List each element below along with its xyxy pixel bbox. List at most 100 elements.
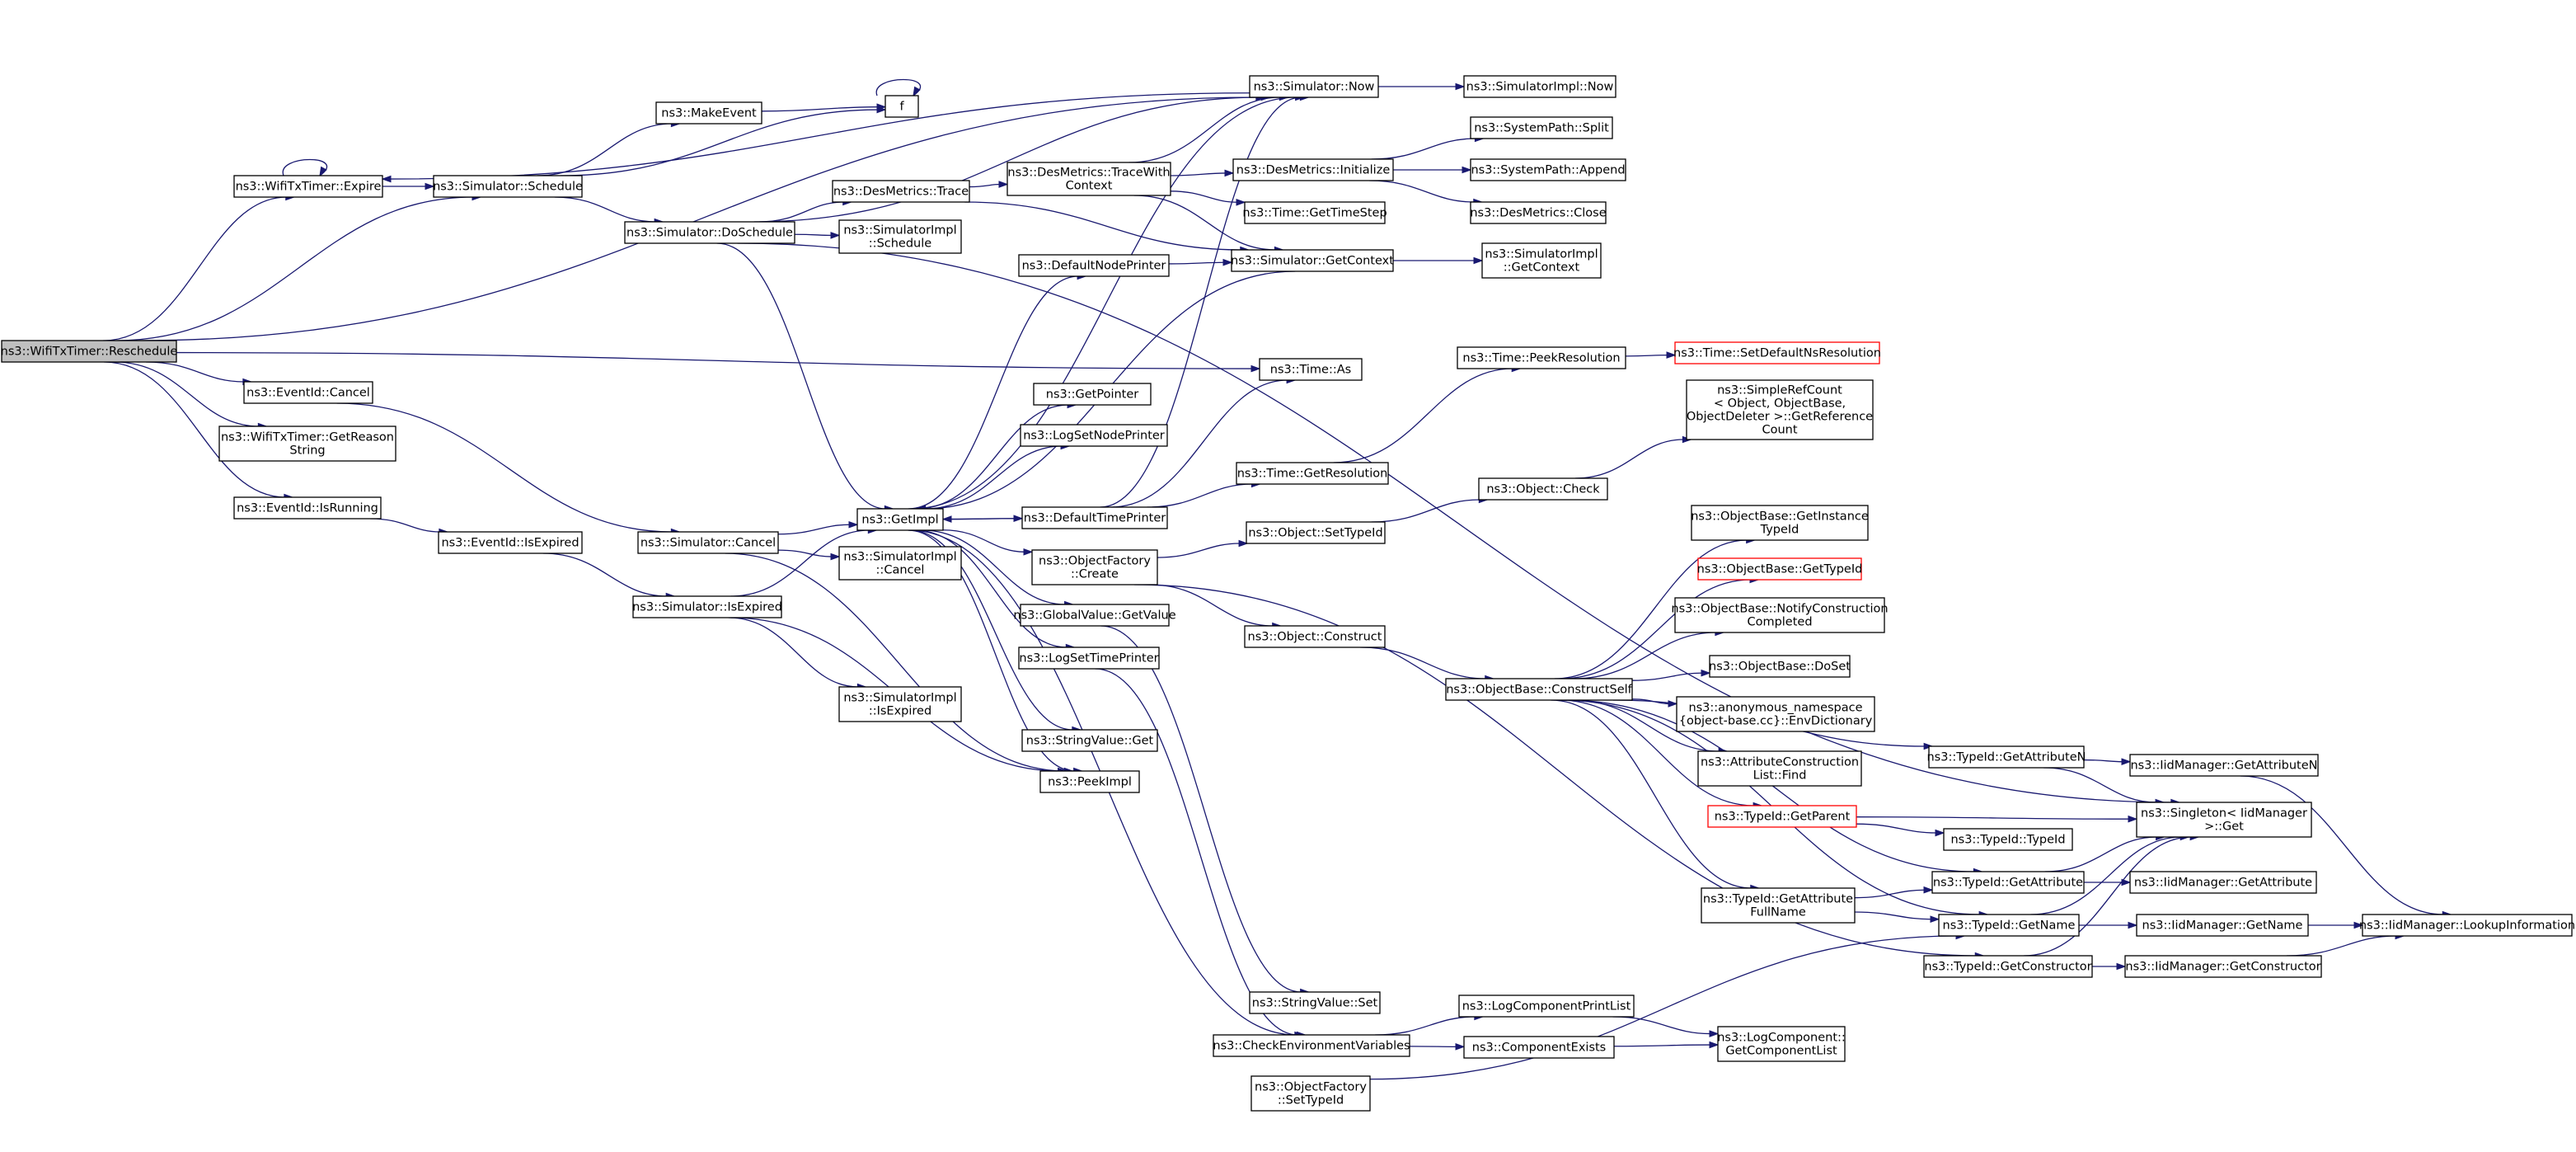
node-ob-gettypeid[interactable]: ns3::ObjectBase::GetTypeId [1697,557,1863,581]
node-eventid-isexpired[interactable]: ns3::EventId::IsExpired [438,531,583,554]
node-default-node-printer[interactable]: ns3::DefaultNodePrinter [1018,254,1170,277]
edge-arrowhead [1238,539,1249,548]
node-desm-trace[interactable]: ns3::DesMetrics::Trace [832,180,970,203]
node-time-as[interactable]: ns3::Time::As [1259,358,1363,381]
node-typeid-getconstructor[interactable]: ns3::TypeId::GetConstructor [1923,955,2093,978]
node-syspath-split[interactable]: ns3::SystemPath::Split [1470,116,1613,139]
edge-reschedule-to-sim-now [138,93,1266,341]
edge-line [1100,96,1302,508]
node-label: ns3::DefaultTimePrinter [1024,512,1166,525]
node-ob-constructself[interactable]: ns3::ObjectBase::ConstructSelf [1445,678,1633,701]
node-typeid-getparent[interactable]: ns3::TypeId::GetParent [1707,805,1857,828]
node-log-componentprintlist[interactable]: ns3::LogComponentPrintList [1458,994,1635,1018]
node-sim-cancel[interactable]: ns3::Simulator::Cancel [637,531,779,554]
node-default-time-printer[interactable]: ns3::DefaultTimePrinter [1021,506,1168,529]
edge-log-componentprintlist-to-log-getcomponentlist [1612,1016,1720,1037]
node-objfactory-create[interactable]: ns3::ObjectFactory::Create [1031,549,1158,585]
node-log-getcomponentlist[interactable]: ns3::LogComponent::GetComponentList [1717,1026,1846,1062]
node-eventid-isrunning[interactable]: ns3::EventId::IsRunning [233,496,382,520]
node-get-pointer[interactable]: ns3::GetPointer [1033,383,1152,406]
node-eventid-cancel[interactable]: ns3::EventId::Cancel [243,381,373,404]
edge-eventid-cancel-to-sim-cancel [336,402,681,536]
node-desm-close[interactable]: ns3::DesMetrics::Close [1470,201,1607,224]
node-label: ns3::Time::GetTimeStep [1242,207,1387,220]
node-check-env[interactable]: ns3::CheckEnvironmentVariables [1213,1034,1410,1057]
node-objfactory-settypeid[interactable]: ns3::ObjectFactory::SetTypeId [1250,1075,1371,1112]
edge-typeid-getparent-to-singleton-get [1856,815,2138,823]
node-object-construct[interactable]: ns3::Object::Construct [1244,625,1386,648]
node-singleton-get[interactable]: ns3::Singleton< IidManager>::Get [2136,802,2312,838]
node-stringvalue-set[interactable]: ns3::StringValue::Set [1249,991,1381,1014]
edge-line [2286,935,2397,957]
node-stringvalue-get[interactable]: ns3::StringValue::Get [1021,729,1158,752]
node-simplerefcount[interactable]: ns3::SimpleRefCount< Object, ObjectBase,… [1686,379,1874,440]
node-box [1674,597,1885,633]
node-sim-isexpired[interactable]: ns3::Simulator::IsExpired [632,595,782,618]
node-object-check[interactable]: ns3::Object::Check [1478,477,1608,501]
edge-arrowhead [1023,548,1034,556]
node-object-settypeid[interactable]: ns3::Object::SetTypeId [1246,521,1386,544]
node-simimpl-now[interactable]: ns3::SimulatorImpl::Now [1463,75,1616,98]
node-sim-now[interactable]: ns3::Simulator::Now [1249,75,1379,98]
node-simimpl-cancel[interactable]: ns3::SimulatorImpl::Cancel [838,546,962,581]
edge-line [761,106,879,112]
edge-line [1369,180,1475,203]
node-expire[interactable]: ns3::WifiTxTimer::Expire [233,175,383,198]
node-simimpl-getcontext[interactable]: ns3::SimulatorImpl::GetContext [1481,242,1602,279]
node-typeid-typeid[interactable]: ns3::TypeId::TypeId [1943,828,2073,851]
node-ob-notify[interactable]: ns3::ObjectBase::NotifyConstructionCompl… [1671,597,1889,633]
node-desm-init[interactable]: ns3::DesMetrics::Initialize [1232,158,1394,181]
edge-line [753,96,1263,223]
node-iid-getattrn[interactable]: ns3::IidManager::GetAttributeN [2129,754,2319,777]
node-label: ns3::Time::PeekResolution [1462,352,1620,365]
node-simimpl-schedule[interactable]: ns3::SimulatorImpl::Schedule [838,219,962,254]
node-typeid-getattrn[interactable]: ns3::TypeId::GetAttributeN [1926,745,2086,769]
node-f[interactable]: f [884,95,919,118]
edge-line [716,242,886,510]
edge-typeid-getconstructor-to-singleton-get [2024,833,2200,957]
node-make-event[interactable]: ns3::MakeEvent [655,101,762,125]
node-get-impl[interactable]: ns3::GetImpl [856,508,944,531]
node-log-settimeprinter[interactable]: ns3::LogSetTimePrinter [1018,647,1160,670]
node-sim-getcontext[interactable]: ns3::Simulator::GetContext [1231,249,1394,272]
node-ob-doset[interactable]: ns3::ObjectBase::DoSet [1709,655,1851,678]
node-log-setnodeprinter[interactable]: ns3::LogSetNodePrinter [1020,424,1168,447]
node-time-setdefault[interactable]: ns3::Time::SetDefaultNsResolution [1673,341,1881,364]
edge-line [1625,354,1668,357]
node-time-getres[interactable]: ns3::Time::GetResolution [1236,462,1389,485]
node-iid-getname[interactable]: ns3::IidManager::GetName [2136,914,2309,937]
node-iid-getconstructor[interactable]: ns3::IidManager::GetConstructor [2124,955,2322,978]
node-simimpl-isexpired[interactable]: ns3::SimulatorImpl::IsExpired [838,686,962,722]
node-sim-schedule[interactable]: ns3::Simulator::Schedule [433,175,583,198]
node-syspath-append[interactable]: ns3::SystemPath::Append [1470,158,1626,181]
node-box [438,531,583,554]
node-anon-envdict[interactable]: ns3::anonymous_namespace{object-base.cc}… [1676,696,1875,732]
node-box [1923,955,2093,978]
node-typeid-getattr[interactable]: ns3::TypeId::GetAttribute [1931,871,2085,894]
node-reschedule[interactable]: ns3::WifiTxTimer::Reschedule [1,340,178,363]
node-globalvalue-getvalue[interactable]: ns3::GlobalValue::GetValue [1013,604,1176,627]
node-box [2136,802,2312,838]
edge-sim-doschedule-to-simimpl-schedule [794,232,841,239]
node-time-gettimestep[interactable]: ns3::Time::GetTimeStep [1242,201,1387,224]
node-peek-impl[interactable]: ns3::PeekImpl [1039,770,1140,793]
node-label: ns3::IidManager::GetName [2142,919,2303,933]
node-label: FullName [1750,906,1806,919]
node-box [233,175,383,198]
node-iid-lookup[interactable]: ns3::IidManager::LookupInformation [2359,914,2575,937]
node-iid-getattr[interactable]: ns3::IidManager::GetAttribute [2129,871,2317,894]
edge-line [1170,190,1238,203]
node-component-exists[interactable]: ns3::ComponentExists [1463,1036,1615,1059]
node-sim-doschedule[interactable]: ns3::Simulator::DoSchedule [624,221,795,244]
node-box [233,496,382,520]
node-box [1021,729,1158,752]
node-time-peekres[interactable]: ns3::Time::PeekResolution [1457,346,1626,369]
node-label: ns3::Time::As [1270,364,1351,377]
node-typeid-getname[interactable]: ns3::TypeId::GetName [1938,914,2080,937]
node-label: ns3::EventId::IsRunning [237,502,378,515]
